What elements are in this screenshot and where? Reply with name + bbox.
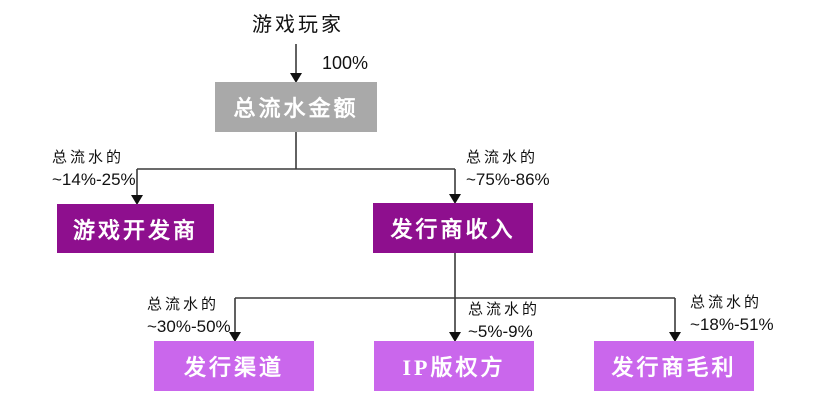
branch-label-ip-line1: 总流水的 (468, 302, 541, 318)
branch-label-channel-line2: ~30%-50% (147, 317, 231, 336)
box-distribution-channel: 发行渠道 (154, 341, 314, 391)
branch-label-channel-line1: 总流水的 (147, 297, 220, 313)
branch-label-ip: 总流水的 ~5%-9% (468, 301, 540, 342)
branch-label-channel: 总流水的 ~30%-50% (147, 296, 231, 337)
box-publisher-revenue: 发行商收入 (373, 203, 533, 253)
branch-label-grossprofit-line2: ~18%-51% (690, 315, 774, 334)
branch-label-publisher: 总流水的 ~75%-86% (466, 149, 550, 190)
branch-label-publisher-line1: 总流水的 (466, 150, 539, 166)
branch-label-developer-line1: 总流水的 (52, 150, 125, 166)
root-box-total-flow: 总流水金额 (215, 82, 377, 132)
box-publisher-gross-profit: 发行商毛利 (594, 341, 754, 391)
branch-label-publisher-line2: ~75%-86% (466, 170, 550, 189)
flow-label-100pct: 100% (322, 53, 369, 73)
source-node-game-players: 游戏玩家 (252, 14, 344, 36)
box-ip-copyright-holder: IP版权方 (374, 341, 534, 391)
branch-label-developer: 总流水的 ~14%-25% (52, 149, 136, 190)
branch-label-grossprofit-line1: 总流水的 (690, 295, 763, 311)
branch-label-grossprofit: 总流水的 ~18%-51% (690, 294, 774, 335)
box-game-developer: 游戏开发商 (57, 204, 214, 253)
branch-label-developer-line2: ~14%-25% (52, 170, 136, 189)
branch-label-ip-line2: ~5%-9% (468, 322, 533, 341)
